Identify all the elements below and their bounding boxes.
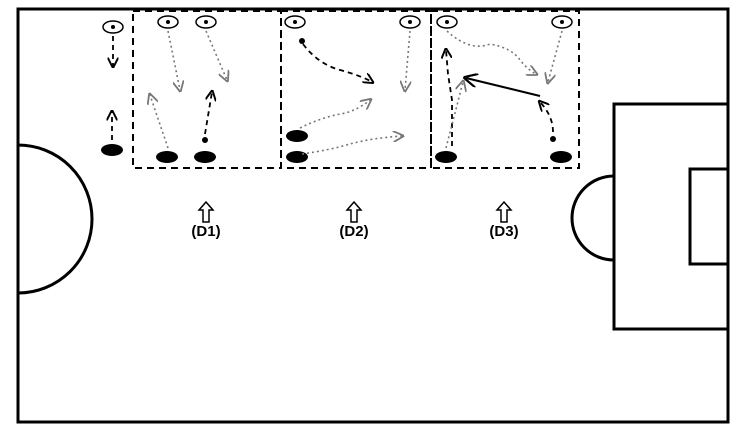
center-circle-arc xyxy=(17,143,94,295)
defender-icon xyxy=(101,144,123,156)
zone-grid xyxy=(132,10,580,169)
ball-icon xyxy=(550,136,556,142)
zone-arrows xyxy=(197,200,513,223)
goal-area xyxy=(688,167,730,266)
up-arrow-icon xyxy=(495,200,513,223)
arrow-icon xyxy=(548,30,563,82)
zone-label-d3: (D3) xyxy=(489,223,519,240)
arrow-icon xyxy=(299,100,370,129)
arrow-icon xyxy=(204,92,212,135)
defender-icon xyxy=(156,151,178,163)
defender-icon xyxy=(435,151,457,163)
defender-icon xyxy=(286,151,308,163)
arrow-icon xyxy=(446,30,536,74)
zone-d3-box xyxy=(430,10,580,169)
up-arrow-icon xyxy=(345,200,363,223)
zone-d1-box xyxy=(132,10,282,169)
balls xyxy=(202,38,556,143)
defender-icon xyxy=(550,151,572,163)
arrow-icon xyxy=(540,102,554,133)
run-arrows xyxy=(150,30,563,155)
defender-markers xyxy=(101,130,572,163)
ball-icon xyxy=(202,137,208,143)
defender-icon xyxy=(286,130,308,142)
up-arrow-icon xyxy=(197,200,215,223)
ball-icon xyxy=(299,38,305,44)
arrow-icon xyxy=(167,30,180,90)
arrow-icon xyxy=(301,136,402,155)
zone-label-d2: (D2) xyxy=(339,223,369,240)
arrow-icon xyxy=(150,95,169,149)
pass-arrow-icon xyxy=(466,78,541,97)
arrow-icon xyxy=(205,30,227,80)
defender-icon xyxy=(194,151,216,163)
penalty-arc xyxy=(570,174,615,262)
arrow-icon xyxy=(302,43,372,82)
zone-label-d1: (D1) xyxy=(191,223,221,240)
arrow-icon xyxy=(445,82,463,149)
